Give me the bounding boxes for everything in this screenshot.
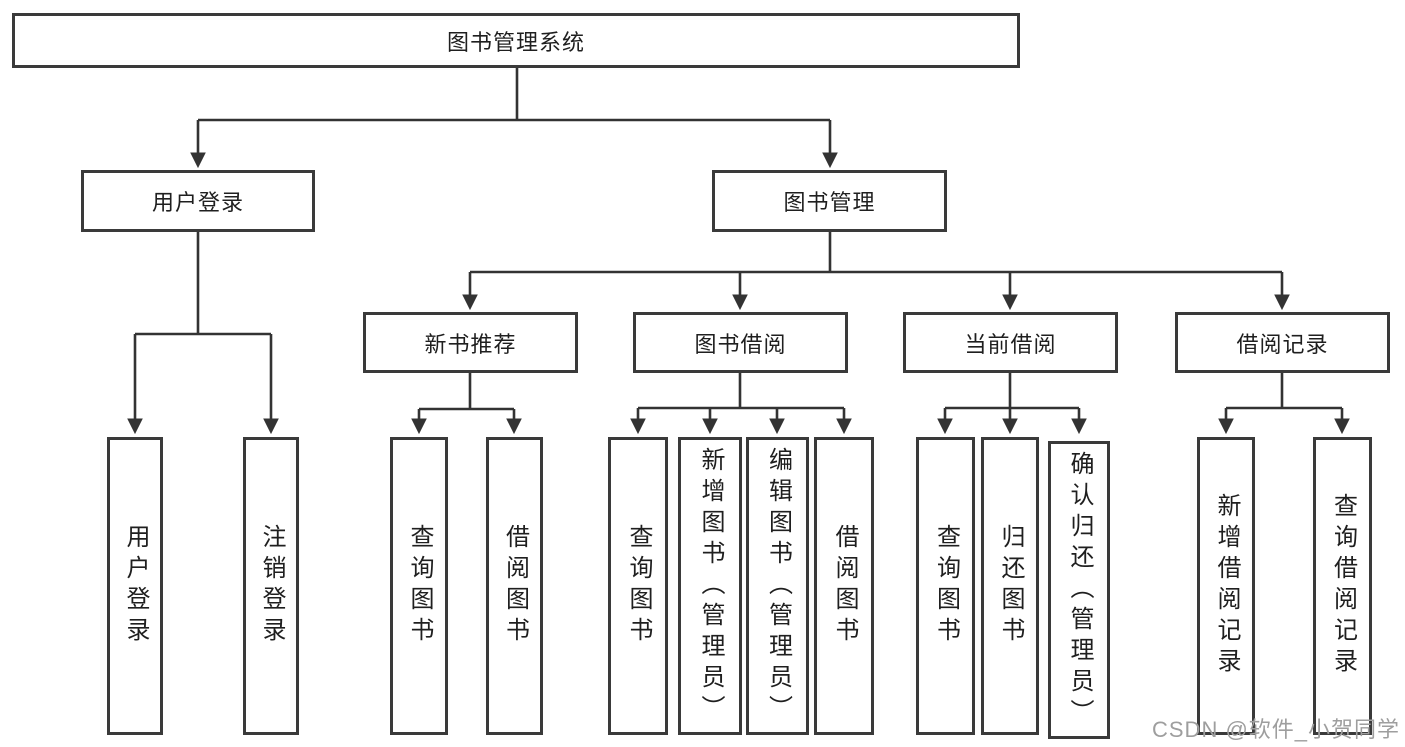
- node-leaf-add-book-admin: 新增图书（管理员）: [678, 437, 742, 735]
- node-root-system: 图书管理系统: [12, 13, 1020, 68]
- node-leaf-query-books-3: 查询图书: [916, 437, 975, 735]
- node-current-borrow-label: 当前借阅: [964, 331, 1057, 357]
- node-borrow-records-label: 借阅记录: [1236, 331, 1329, 357]
- node-leaf-user-login-label: 用户登录: [122, 524, 149, 648]
- node-leaf-query-books-2: 查询图书: [608, 437, 668, 735]
- node-book-borrow-label: 图书借阅: [694, 331, 787, 357]
- node-leaf-logout-label: 注销登录: [258, 524, 285, 648]
- node-leaf-borrow-books-1-label: 借阅图书: [501, 524, 529, 648]
- node-leaf-return-book: 归还图书: [981, 437, 1039, 735]
- node-user-login-branch: 用户登录: [81, 170, 315, 232]
- node-leaf-add-borrow-record: 新增借阅记录: [1197, 437, 1255, 735]
- node-current-borrow: 当前借阅: [903, 312, 1118, 373]
- node-leaf-edit-book-admin: 编辑图书（管理员）: [746, 437, 809, 735]
- node-leaf-confirm-return-admin-label: 确认归还（管理员）: [1066, 450, 1093, 730]
- node-leaf-add-borrow-record-label: 新增借阅记录: [1213, 493, 1240, 679]
- node-root-label: 图书管理系统: [446, 29, 585, 55]
- node-leaf-borrow-books-1: 借阅图书: [486, 437, 543, 735]
- node-leaf-logout: 注销登录: [243, 437, 299, 735]
- node-leaf-query-borrow-record: 查询借阅记录: [1313, 437, 1372, 735]
- csdn-watermark: CSDN @软件_小贺同学: [1152, 717, 1401, 742]
- node-borrow-records: 借阅记录: [1175, 312, 1390, 373]
- node-book-borrow: 图书借阅: [633, 312, 848, 373]
- node-leaf-return-book-label: 归还图书: [997, 524, 1024, 648]
- node-leaf-confirm-return-admin: 确认归还（管理员）: [1048, 441, 1110, 739]
- node-leaf-user-login: 用户登录: [107, 437, 163, 735]
- node-book-management-label: 图书管理: [783, 190, 876, 215]
- node-leaf-query-books-2-label: 查询图书: [625, 524, 652, 648]
- node-book-management-branch: 图书管理: [712, 170, 947, 232]
- node-leaf-query-borrow-record-label: 查询借阅记录: [1329, 493, 1357, 679]
- node-user-login-branch-label: 用户登录: [151, 190, 244, 215]
- node-new-book-recommend-label: 新书推荐: [424, 331, 517, 357]
- node-leaf-query-books-1: 查询图书: [390, 437, 448, 735]
- node-leaf-query-books-3-label: 查询图书: [932, 524, 960, 648]
- node-leaf-edit-book-admin-label: 编辑图书（管理员）: [764, 446, 792, 726]
- node-leaf-borrow-books-2: 借阅图书: [814, 437, 874, 735]
- node-leaf-borrow-books-2-label: 借阅图书: [831, 524, 858, 648]
- node-leaf-query-books-1-label: 查询图书: [406, 524, 433, 648]
- node-new-book-recommend: 新书推荐: [363, 312, 578, 373]
- node-leaf-add-book-admin-label: 新增图书（管理员）: [697, 446, 724, 726]
